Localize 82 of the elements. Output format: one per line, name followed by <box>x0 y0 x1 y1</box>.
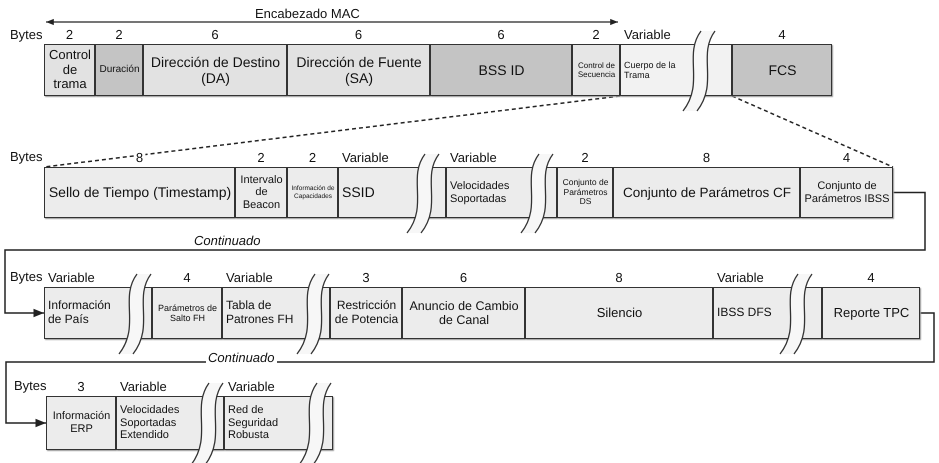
bytes-label: Bytes <box>10 27 43 43</box>
byte-count: 2 <box>590 28 602 42</box>
field-label: Parámetros de Salto FH <box>156 302 218 324</box>
bytes-label: Bytes <box>10 149 43 165</box>
field-label: Red de Seguridad Robusta <box>228 404 280 442</box>
byte-count: 4 <box>840 151 852 165</box>
frame-field <box>235 167 287 218</box>
header-span-label: Encabezado MAC <box>255 6 360 22</box>
byte-count: Variable <box>46 271 97 285</box>
byte-count: 8 <box>613 271 625 285</box>
byte-count: 3 <box>360 271 372 285</box>
field-label: Duración <box>98 64 141 76</box>
byte-count: Variable <box>448 151 499 165</box>
field-label: BSS ID <box>478 62 526 78</box>
field-label: Reporte TPC <box>832 306 910 320</box>
byte-count: 4 <box>181 271 193 285</box>
frame-field <box>287 167 338 218</box>
frame-field <box>572 44 620 96</box>
field-label: Control de Secuencia <box>576 60 616 80</box>
frame-field <box>557 167 613 218</box>
byte-count: 2 <box>306 151 318 165</box>
frame-field <box>613 167 800 218</box>
byte-count: 4 <box>776 28 788 42</box>
field-label: SSID <box>342 184 376 201</box>
byte-count: Variable <box>340 151 391 165</box>
frame-field <box>402 287 525 339</box>
field-label: Información de País <box>48 299 112 327</box>
frame-field <box>95 44 143 96</box>
field-label: Dirección de Fuente (SA) <box>295 54 423 86</box>
field-label: Anuncio de Cambio de Canal <box>408 298 520 328</box>
field-label: Conjunto de Parámetros CF <box>622 184 792 200</box>
connector-arrow <box>5 312 935 428</box>
field-label: Silencio <box>596 306 644 320</box>
byte-count: 6 <box>352 28 364 42</box>
bytes-label: Bytes <box>10 269 43 285</box>
byte-count: Variable <box>224 271 275 285</box>
field-label: IBSS DFS <box>717 306 773 320</box>
field-label: Conjunto de Parámetros DS <box>562 178 610 208</box>
field-label: Intervalo de Beacon <box>239 174 284 212</box>
byte-count: 3 <box>75 380 87 394</box>
frame-field <box>152 287 222 339</box>
byte-count: 2 <box>579 151 591 165</box>
field-label: Información ERP <box>52 410 112 436</box>
frame-field <box>525 287 713 339</box>
field-label: Velocidades Soportadas Extendido <box>120 404 180 442</box>
byte-count: 2 <box>64 28 76 42</box>
edge-label: Continuado <box>206 350 276 365</box>
byte-count: Variable <box>226 380 277 394</box>
byte-count: 8 <box>134 151 146 165</box>
bytes-label: Bytes <box>14 378 47 394</box>
byte-count: 6 <box>209 28 221 42</box>
byte-count: 2 <box>255 151 267 165</box>
byte-count: Variable <box>715 271 766 285</box>
byte-count: 6 <box>495 28 507 42</box>
byte-count: Variable <box>118 380 169 394</box>
frame-field <box>732 44 832 96</box>
field-label: Dirección de Destino (DA) <box>150 54 282 86</box>
connector-arrow <box>4 192 926 318</box>
expansion-line <box>732 95 894 168</box>
field-label: Control de trama <box>48 48 92 92</box>
expansion-line <box>44 95 620 168</box>
field-label: Restricción de Potencia <box>334 299 400 327</box>
frame-field <box>822 287 920 339</box>
field-label: FCS <box>768 62 798 78</box>
byte-count: 4 <box>865 271 877 285</box>
byte-count: 6 <box>458 271 470 285</box>
field-label: Velocidades Soportadas <box>450 180 510 206</box>
field-label: Tabla de Patrones FH <box>226 299 294 327</box>
frame-field <box>287 44 430 96</box>
edge-label: Continuado <box>192 233 262 248</box>
field-label: Cuerpo de la Trama <box>624 60 677 80</box>
frame-field <box>44 167 235 218</box>
frame-field <box>143 44 287 96</box>
byte-count: 8 <box>700 151 712 165</box>
byte-count: Variable <box>622 28 673 42</box>
field-label: Conjunto de Parámetros IBSS <box>804 180 890 206</box>
frame-field <box>800 167 893 218</box>
frame-field <box>330 287 402 339</box>
byte-count: 2 <box>113 28 125 42</box>
frame-field <box>430 44 572 96</box>
frame-field <box>46 396 116 450</box>
field-label: Sello de Tiempo (Timestamp) <box>48 184 232 201</box>
